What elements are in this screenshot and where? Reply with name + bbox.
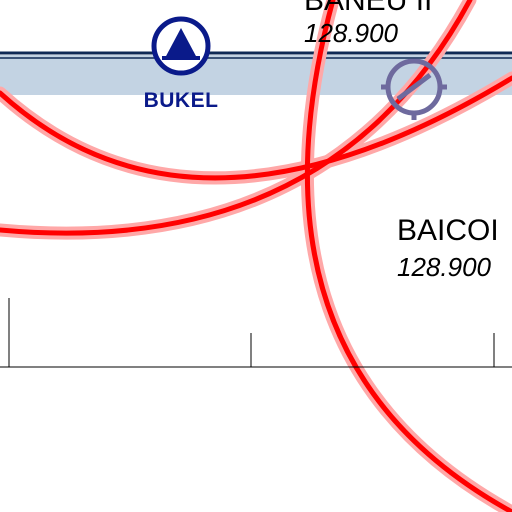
vor-station-icon — [381, 58, 447, 120]
frequency-label-value: 128.900 — [304, 18, 399, 48]
range-ring-arc — [0, 75, 512, 181]
frequency-label-baneu: BANEU II 128.900 — [304, 0, 432, 48]
range-ring-arc — [0, 0, 473, 236]
frequency-label-baicoi: BAICOI 128.900 — [397, 214, 499, 282]
waypoint-bukel[interactable]: BUKEL — [144, 16, 219, 112]
frequency-label-name: BANEU II — [304, 0, 432, 17]
waypoint-triangle-icon — [151, 16, 211, 76]
vor-station[interactable] — [381, 58, 447, 120]
range-ring-arc — [304, 0, 512, 512]
waypoint-label: BUKEL — [144, 89, 219, 112]
frequency-label-name: BAICOI — [397, 214, 499, 247]
scale-bar — [0, 298, 512, 368]
frequency-label-value: 128.900 — [397, 252, 492, 282]
